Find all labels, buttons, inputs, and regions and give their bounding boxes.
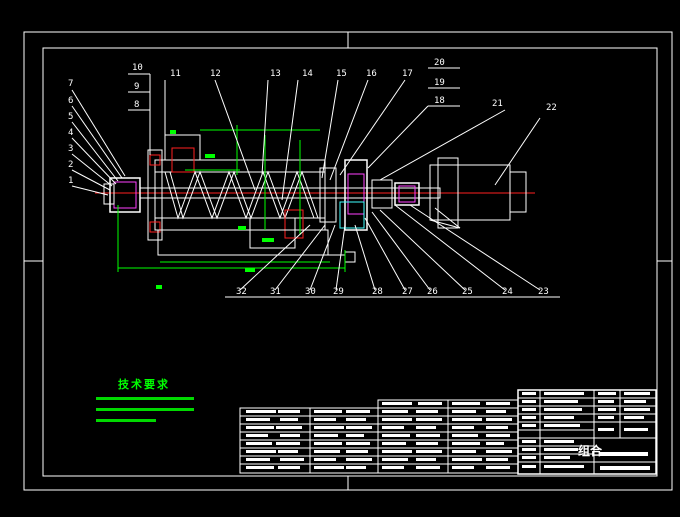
callout-16: 16	[366, 69, 377, 79]
callout-26: 26	[427, 287, 438, 297]
callout-19: 19	[434, 78, 445, 88]
callout-1: 1	[68, 176, 73, 186]
callout-3: 3	[68, 144, 73, 154]
callout-25: 25	[462, 287, 473, 297]
callouts-left: 7 6 5 4 3 2 1	[68, 79, 73, 186]
callout-24: 24	[502, 287, 513, 297]
callout-30: 30	[305, 287, 316, 297]
screw-conveyor-assembly	[95, 134, 535, 263]
parts-list	[239, 399, 519, 474]
callout-9: 9	[134, 82, 139, 92]
callout-31: 31	[270, 287, 281, 297]
callout-13: 13	[270, 69, 281, 79]
callout-20: 20	[434, 58, 445, 68]
dimension-lines	[117, 125, 346, 289]
callout-15: 15	[336, 69, 347, 79]
callouts-top: 10 9 8 11 12 13 14 15 16 17 20 19 18 21 …	[132, 58, 557, 113]
callout-17: 17	[402, 69, 413, 79]
callout-14: 14	[302, 69, 313, 79]
callout-5: 5	[68, 112, 73, 122]
callout-27: 27	[402, 287, 413, 297]
title-block: 组合	[517, 389, 657, 475]
leader-lines	[71, 67, 560, 298]
title-block-assembly-label: 组合	[578, 443, 603, 458]
callout-21: 21	[492, 99, 503, 109]
callout-2: 2	[68, 160, 73, 170]
callouts-bottom: 32 31 30 29 28 27 26 25 24 23	[236, 287, 549, 297]
sheet-frame	[23, 31, 673, 491]
callout-4: 4	[68, 128, 73, 138]
callout-12: 12	[210, 69, 221, 79]
callout-22: 22	[546, 103, 557, 113]
callout-6: 6	[68, 96, 73, 106]
notes-title: 技术要求	[118, 377, 170, 391]
callout-18: 18	[434, 96, 445, 106]
callout-11: 11	[170, 69, 181, 79]
callout-7: 7	[68, 79, 73, 89]
callout-28: 28	[372, 287, 383, 297]
technical-notes: 技术要求	[96, 377, 194, 422]
callout-32: 32	[236, 287, 247, 297]
callout-10: 10	[132, 63, 143, 73]
callout-8: 8	[134, 100, 139, 110]
callout-29: 29	[333, 287, 344, 297]
callout-23: 23	[538, 287, 549, 297]
